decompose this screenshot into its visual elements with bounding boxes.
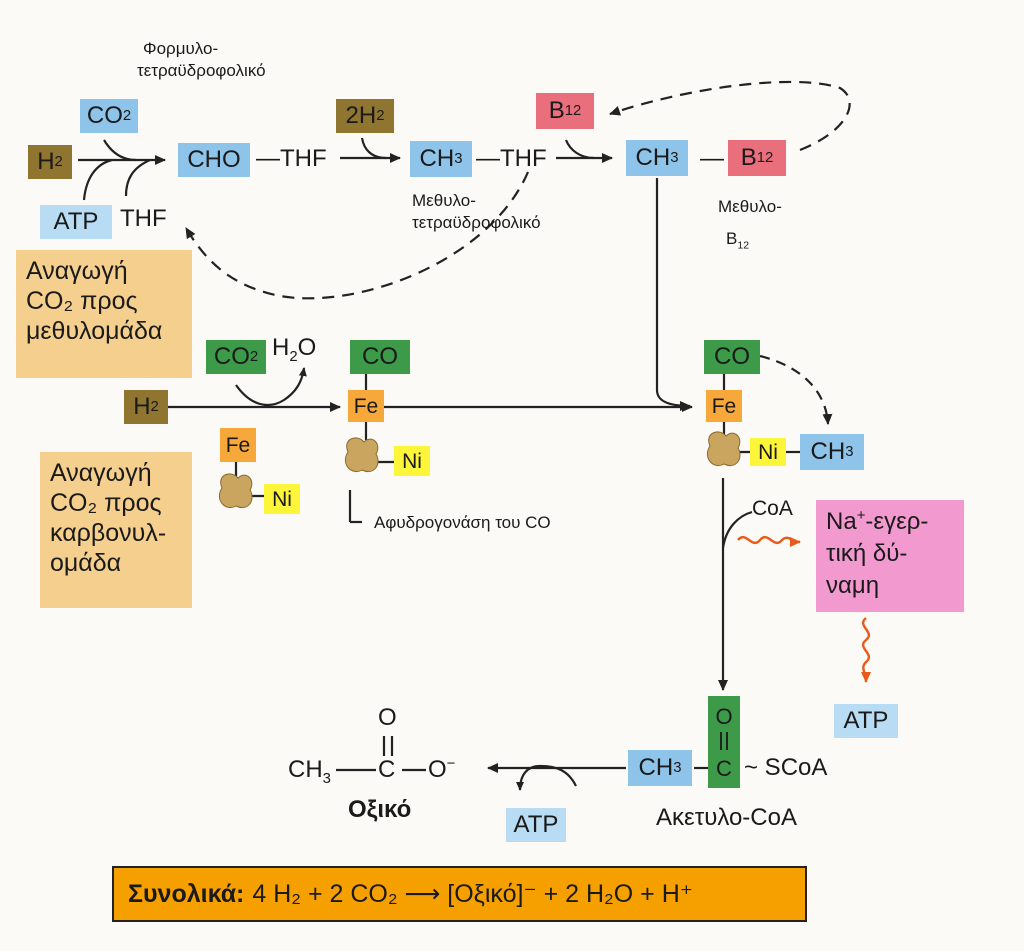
atp-input-curve bbox=[82, 158, 113, 201]
na-motive-line-3: ναμη bbox=[826, 572, 880, 599]
carbonyl-reduction-line-4: ομάδα bbox=[50, 549, 122, 577]
fe-box-left: Fe bbox=[220, 428, 256, 462]
methyl-b12-label-1: Μεθυλο- bbox=[718, 197, 782, 216]
acetyl-c-label: C bbox=[716, 756, 732, 781]
co-box-right: CO bbox=[704, 340, 760, 374]
acetyl-coa-label: Ακετυλο-CoA bbox=[656, 804, 797, 831]
carbonyl-reduction-line-3: καρβονυλ- bbox=[50, 519, 167, 547]
methyl-reduction-line-1: Αναγωγή bbox=[26, 257, 128, 285]
scoa-label: ~ SCoA bbox=[744, 754, 828, 781]
methyl-thf-label-1: Μεθυλο- bbox=[412, 191, 476, 210]
atp-box-bottom: ATP bbox=[506, 808, 566, 842]
acetyl-double-bond-1 bbox=[720, 732, 722, 750]
fe-box-middle: Fe bbox=[348, 390, 384, 422]
acetate-o-minus: O− bbox=[428, 756, 456, 783]
thf-free-label: THF bbox=[120, 205, 167, 232]
carbonyl-reduction-line-2: CO₂ προς bbox=[50, 489, 162, 517]
fe-box-right: Fe bbox=[706, 390, 742, 422]
co-box-middle: CO bbox=[350, 340, 410, 374]
methyl-thf-label-2: τετραϋδροφολικό bbox=[412, 213, 541, 232]
na-motive-line-2: τική δύ- bbox=[826, 540, 908, 567]
atp-box-right: ATP bbox=[834, 704, 898, 738]
acetate-ch3: CH3 bbox=[288, 756, 331, 787]
enzyme-blob-3 bbox=[706, 431, 741, 466]
na-motive-wave-in bbox=[737, 535, 801, 547]
methyl-reduction-line-2: CO₂ προς bbox=[26, 287, 138, 315]
h2o-label: H2O bbox=[272, 334, 317, 365]
methyl-reduction-line-3: μεθυλομάδα bbox=[26, 317, 163, 345]
carbonyl-reduction-panel: Αναγωγή CO₂ προς καρβονυλ- ομάδα bbox=[40, 452, 192, 608]
acetate-name: Οξικό bbox=[348, 796, 412, 823]
methyl-b12-label-2: B12 bbox=[726, 229, 750, 252]
na-motive-line-1: Na+-εγερ- bbox=[826, 508, 929, 535]
coa-input-curve bbox=[721, 510, 753, 549]
cho-thf-suffix: —THF bbox=[256, 145, 327, 172]
carbonyl-reduction-line-1: Αναγωγή bbox=[50, 459, 152, 487]
ni-box-left: Ni bbox=[264, 484, 300, 514]
enzyme-blob-1 bbox=[218, 473, 253, 508]
ch3-b12-dash: — bbox=[700, 145, 724, 172]
formyl-thf-label-2: τετραϋδροφολικό bbox=[137, 61, 266, 80]
methyl-transfer-line bbox=[655, 178, 691, 411]
overall-equation-box: Συνολικά: 4 H₂ + 2 CO₂ ⟶ [Οξικό]⁻ + 2 H₂… bbox=[112, 866, 807, 922]
b12-input-curve bbox=[564, 139, 595, 160]
na-motive-force-panel: Na+-εγερ- τική δύ- ναμη bbox=[816, 500, 964, 612]
cho-box: CHO bbox=[178, 143, 250, 177]
co-dehydrogenase-label: Αφυδρογονάση του CO bbox=[374, 513, 551, 532]
2h2-input-curve bbox=[360, 137, 387, 160]
atp-box-top: ATP bbox=[40, 205, 112, 239]
methyl-reduction-panel: Αναγωγή CO₂ προς μεθυλομάδα bbox=[16, 250, 192, 378]
atp-output-curve bbox=[516, 764, 577, 791]
thf-return-dashed bbox=[185, 171, 530, 300]
coa-label: CoA bbox=[752, 497, 793, 520]
co-to-ch3-dashed bbox=[759, 354, 833, 425]
co2-to-h2o-curve bbox=[235, 367, 307, 407]
co2-input-curve bbox=[103, 139, 137, 162]
ni-box-middle: Ni bbox=[394, 446, 430, 476]
formyl-thf-label-1: Φορμυλο- bbox=[143, 39, 219, 58]
ch3-thf-suffix: —THF bbox=[476, 145, 547, 172]
ni-box-right: Ni bbox=[750, 438, 786, 466]
thf-release-curve bbox=[124, 158, 151, 197]
overall-label: Συνολικά: bbox=[128, 879, 245, 908]
acetyl-double-bond-2 bbox=[726, 732, 728, 750]
acetate-c: C bbox=[378, 756, 396, 783]
overall-equation: 4 H₂ + 2 CO₂ ⟶ [Οξικό]⁻ + 2 H₂O + H⁺ bbox=[252, 880, 693, 908]
na-motive-wave-out bbox=[860, 617, 871, 683]
b12-recycle-dashed bbox=[609, 80, 851, 152]
acetate-o-top: O bbox=[378, 704, 397, 731]
acetyl-carbonyl-box: O C bbox=[708, 696, 740, 788]
enzyme-blob-2 bbox=[344, 437, 379, 472]
acetyl-o-label: O bbox=[715, 704, 733, 729]
